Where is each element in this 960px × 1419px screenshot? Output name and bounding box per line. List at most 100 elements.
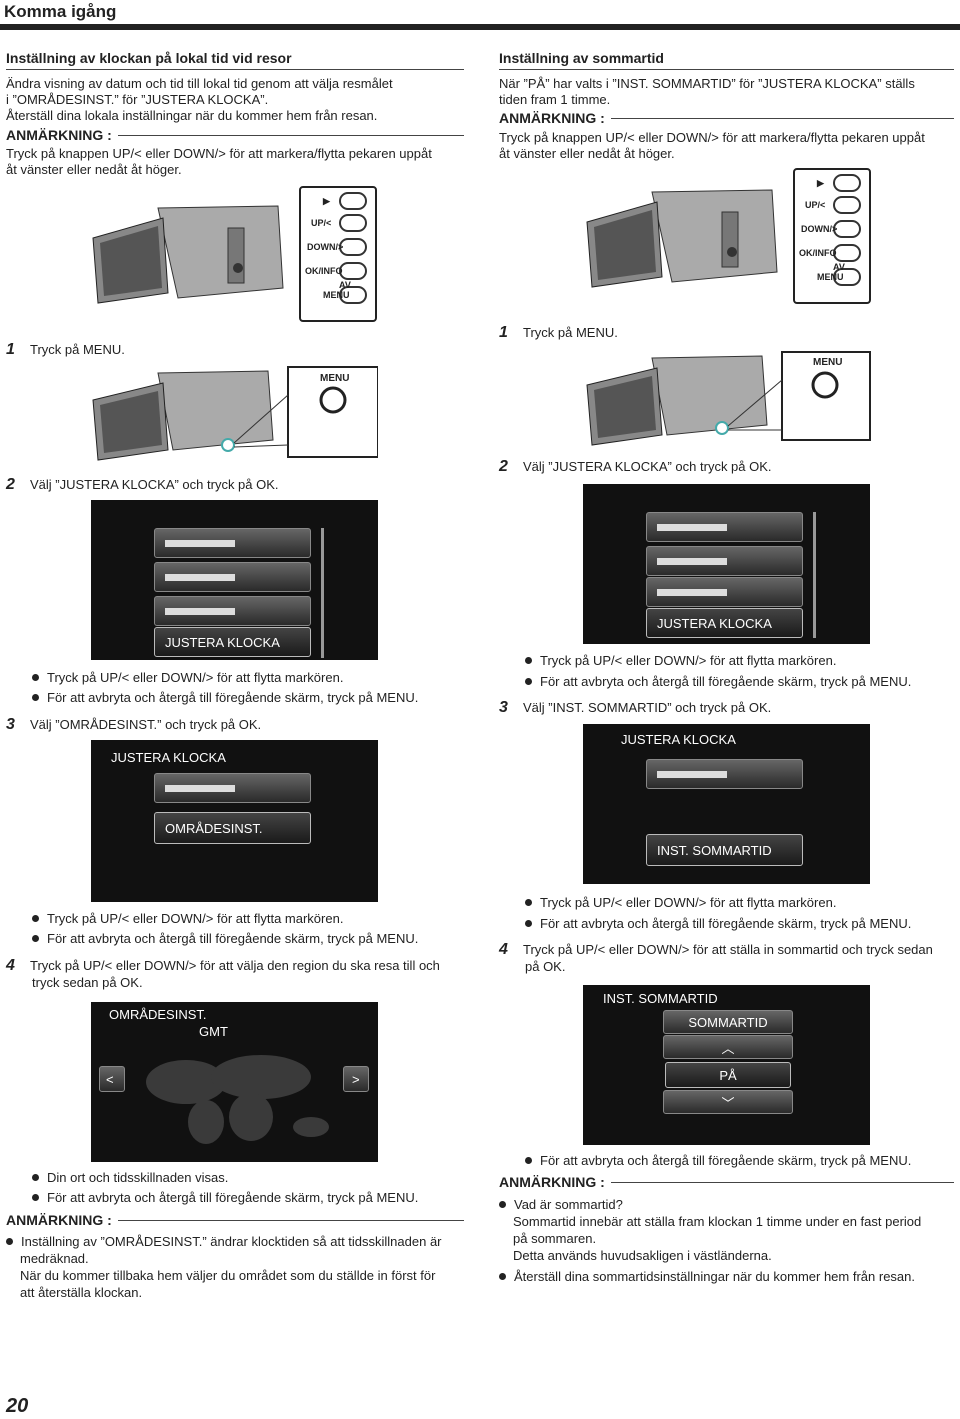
menu-item[interactable]	[646, 546, 803, 576]
menu-item[interactable]	[154, 773, 311, 803]
camcorder-illustration	[92, 205, 284, 304]
camcorder-menu-illustration	[92, 366, 378, 461]
scrollbar[interactable]	[321, 528, 324, 658]
ok-label: OK/INFO	[799, 248, 837, 258]
left-screen-2: JUSTERA KLOCKA	[91, 500, 378, 660]
left-note2-line2: medräknad.	[20, 1251, 89, 1266]
left-note2-line3: När du kommer tillbaka hem väljer du omr…	[20, 1268, 436, 1283]
left-note2-heading: ANMÄRKNING :	[6, 1212, 464, 1228]
right-note2-line4: Detta används huvudsakligen i västländer…	[513, 1248, 772, 1263]
left-bullet-4: För att avbryta och återgå till föregåen…	[32, 930, 418, 947]
menu-label: MENU	[817, 272, 844, 282]
left-intro-3: Återställ dina lokala inställningar när …	[6, 108, 378, 123]
down-arrow-icon[interactable]: ﹀	[663, 1090, 793, 1114]
down-button[interactable]	[339, 238, 367, 256]
right-note2-question: Vad är sommartid?	[499, 1196, 623, 1213]
left-note-heading: ANMÄRKNING :	[6, 127, 464, 143]
down-label: DOWN/>	[307, 242, 344, 252]
left-step-4-cont: tryck sedan på OK.	[32, 975, 143, 990]
menu-item[interactable]	[154, 596, 311, 626]
menu-item[interactable]	[154, 562, 311, 592]
menu-item-omradesinst[interactable]: OMRÅDESINST.	[154, 812, 311, 844]
prev-region-button[interactable]: <	[99, 1066, 125, 1092]
down-label: DOWN/>	[801, 224, 838, 234]
up-arrow-icon[interactable]: ︿	[663, 1035, 793, 1059]
left-bullet-6: För att avbryta och återgå till föregåen…	[32, 1189, 418, 1206]
right-bullet-3: Tryck på UP/< eller DOWN/> för att flytt…	[525, 894, 836, 911]
right-note2-line2: Sommartid innebär att ställa fram klocka…	[513, 1214, 922, 1229]
left-bullet-2: För att avbryta och återgå till föregåen…	[32, 689, 418, 706]
up-button[interactable]	[339, 214, 367, 232]
left-note2-bullet: Inställning av ”OMRÅDESINST.” ändrar klo…	[6, 1233, 442, 1250]
up-button[interactable]	[833, 196, 861, 214]
right-screen-3: JUSTERA KLOCKA INST. SOMMARTID	[583, 724, 870, 884]
right-note-heading: ANMÄRKNING :	[499, 110, 954, 126]
right-bullet-2: För att avbryta och återgå till föregåen…	[525, 673, 911, 690]
menu-label: MENU	[323, 290, 350, 300]
right-bullet-5: För att avbryta och återgå till föregåen…	[525, 1152, 911, 1169]
left-bullet-5: Din ort och tidsskillnaden visas.	[32, 1169, 228, 1186]
left-note-1: Tryck på knappen UP/< eller DOWN/> för a…	[6, 146, 432, 161]
left-intro-2: i ”OMRÅDESINST.” för ”JUSTERA KLOCKA”.	[6, 92, 269, 107]
next-region-button[interactable]: >	[343, 1066, 369, 1092]
up-label: UP/<	[311, 218, 332, 228]
right-bullet-4: För att avbryta och återgå till föregåen…	[525, 915, 911, 932]
right-intro-2: tiden fram 1 timme.	[499, 92, 611, 107]
screen-title: INST. SOMMARTID	[603, 991, 718, 1006]
right-screen-2: JUSTERA KLOCKA	[583, 484, 870, 644]
left-bullet-1: Tryck på UP/< eller DOWN/> för att flytt…	[32, 669, 343, 686]
header-rule	[0, 24, 960, 30]
av-label: AV	[833, 262, 845, 272]
right-note-2: åt vänster eller nedåt åt höger.	[499, 146, 675, 161]
menu-callout-label: MENU	[813, 357, 843, 368]
button-panel-right: ▶ UP/< DOWN/> OK/INFO AV MENU	[793, 168, 871, 304]
right-bullet-1: Tryck på UP/< eller DOWN/> för att flytt…	[525, 652, 836, 669]
option-pa[interactable]: PÅ	[665, 1062, 791, 1088]
page-header-title: Komma igång	[4, 2, 117, 21]
down-button[interactable]	[833, 220, 861, 238]
up-label: UP/<	[805, 200, 826, 210]
right-note2-heading: ANMÄRKNING :	[499, 1174, 954, 1190]
menu-item-justera-klocka[interactable]: JUSTERA KLOCKA	[646, 608, 803, 638]
menu-item[interactable]	[154, 528, 311, 558]
right-intro-1: När ”PÅ” har valts i ”INST. SOMMARTID” f…	[499, 76, 915, 91]
menu-item-justera-klocka[interactable]: JUSTERA KLOCKA	[154, 627, 311, 657]
play-button[interactable]	[833, 174, 861, 192]
left-screen-3: JUSTERA KLOCKA OMRÅDESINST.	[91, 740, 378, 902]
screen-title: JUSTERA KLOCKA	[621, 732, 736, 747]
scrollbar[interactable]	[813, 512, 816, 638]
right-step-4-cont: på OK.	[525, 959, 566, 974]
menu-button[interactable]	[339, 286, 367, 304]
ok-button[interactable]	[833, 244, 861, 262]
menu-item-inst-sommartid[interactable]: INST. SOMMARTID	[646, 834, 803, 866]
right-note2-line3: på sommaren.	[513, 1231, 597, 1246]
av-label: AV	[339, 280, 351, 290]
left-note2-line4: att återställa klockan.	[20, 1285, 143, 1300]
left-note-2: åt vänster eller nedåt åt höger.	[6, 162, 182, 177]
right-screen-4: INST. SOMMARTID SOMMARTID ︿ PÅ ﹀	[583, 985, 870, 1145]
play-button[interactable]	[339, 192, 367, 210]
camcorder-illustration-right	[586, 189, 778, 288]
right-note-1: Tryck på knappen UP/< eller DOWN/> för a…	[499, 130, 925, 145]
left-intro-1: Ändra visning av datum och tid till loka…	[6, 76, 393, 91]
menu-button[interactable]	[833, 268, 861, 286]
screen-title: JUSTERA KLOCKA	[111, 750, 226, 765]
menu-callout-label: MENU	[320, 373, 350, 384]
menu-item[interactable]	[646, 512, 803, 542]
ok-label: OK/INFO	[305, 266, 343, 276]
menu-item[interactable]	[646, 577, 803, 607]
page-number: 20	[6, 1395, 29, 1417]
left-screen-4: OMRÅDESINST. GMT < >	[91, 1002, 378, 1162]
ok-button[interactable]	[339, 262, 367, 280]
gmt-label: GMT	[199, 1024, 228, 1039]
sommartid-header: SOMMARTID	[663, 1010, 793, 1034]
left-bullet-3: Tryck på UP/< eller DOWN/> för att flytt…	[32, 910, 343, 927]
menu-item[interactable]	[646, 759, 803, 789]
